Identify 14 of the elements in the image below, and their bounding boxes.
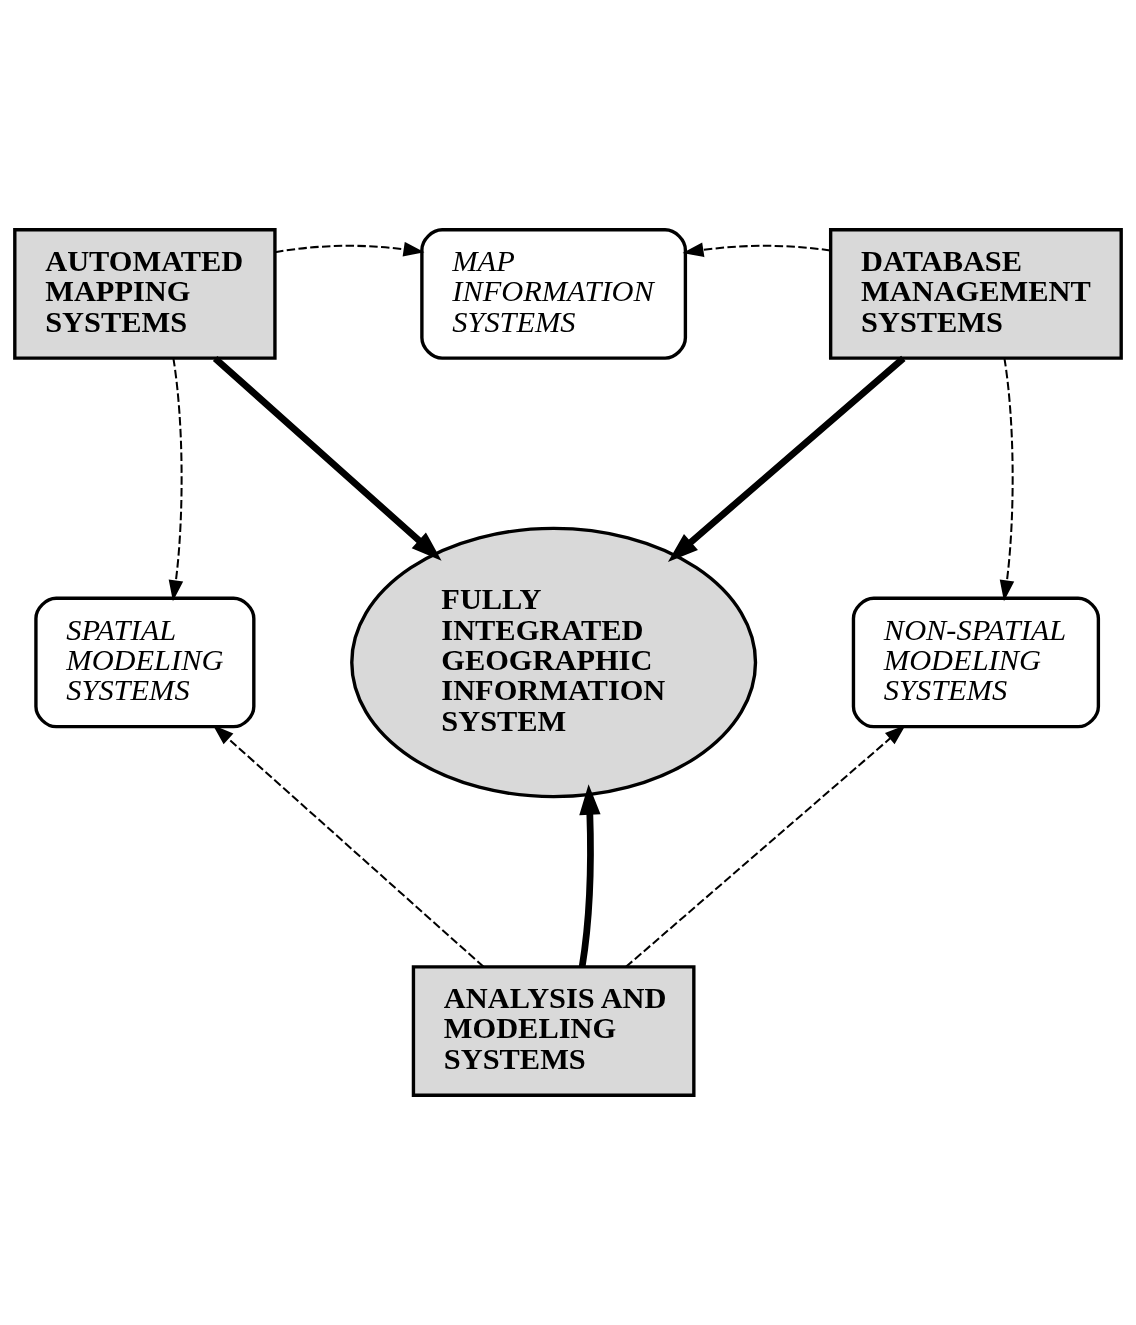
arrow <box>212 355 442 561</box>
arrow <box>274 241 425 257</box>
arrow <box>667 355 906 562</box>
node-box: NON-SPATIAL MODELING SYSTEMS <box>851 596 1101 729</box>
node-ellipse: FULLY INTEGRATED GEOGRAPHIC INFORMATION SYSTEM <box>350 526 758 799</box>
node-box: ANALYSIS AND MODELING SYSTEMS <box>411 965 696 1097</box>
arrow <box>168 358 184 602</box>
node-box: SPATIAL MODELING SYSTEMS <box>34 596 256 729</box>
node-box: AUTOMATED MAPPING SYSTEMS <box>13 228 277 360</box>
arrow <box>682 242 831 258</box>
node-box: DATABASE MANAGEMENT SYSTEMS <box>828 228 1123 360</box>
arrow <box>578 784 601 968</box>
node-box: MAP INFORMATION SYSTEMS <box>420 228 688 360</box>
arrow <box>999 358 1015 602</box>
